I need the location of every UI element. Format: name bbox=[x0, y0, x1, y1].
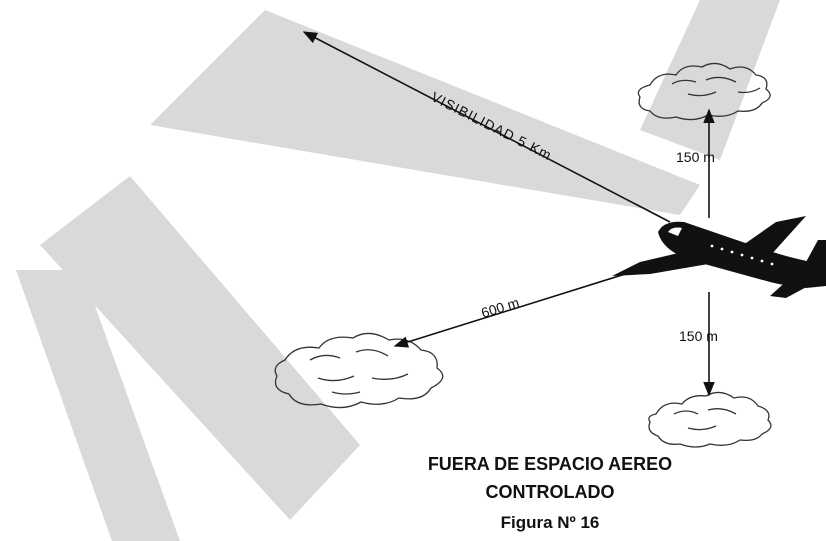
airplane-wing-back bbox=[736, 216, 806, 256]
watermark-stroke-c bbox=[640, 0, 780, 160]
cloud-top bbox=[637, 62, 771, 121]
distance-up-label: 150 m bbox=[676, 149, 715, 165]
watermark-stroke-n bbox=[150, 10, 700, 215]
horizontal-distance-arrow bbox=[393, 269, 639, 348]
airplane-engine bbox=[676, 246, 708, 264]
visibility-arrow bbox=[302, 31, 671, 223]
airplane-fin bbox=[806, 240, 826, 262]
distance-horizontal-label: 600 m bbox=[479, 294, 521, 321]
watermark-stroke-a-right bbox=[40, 176, 360, 520]
cloud-bottom bbox=[648, 391, 772, 448]
airplane-icon bbox=[612, 216, 826, 298]
airplane-cockpit bbox=[668, 227, 682, 236]
caption-subtitle: CONTROLADO bbox=[485, 482, 615, 502]
figure-number: Figura Nº 16 bbox=[500, 513, 600, 532]
watermark-stroke-a-left bbox=[16, 270, 180, 541]
distance-down-label: 150 m bbox=[679, 328, 718, 344]
airplane-tailplane bbox=[770, 278, 812, 298]
caption-title: FUERA DE ESPACIO AEREO bbox=[427, 454, 673, 474]
cloud-left bbox=[274, 332, 444, 409]
airplane-windows bbox=[710, 244, 774, 266]
watermark bbox=[16, 0, 780, 541]
